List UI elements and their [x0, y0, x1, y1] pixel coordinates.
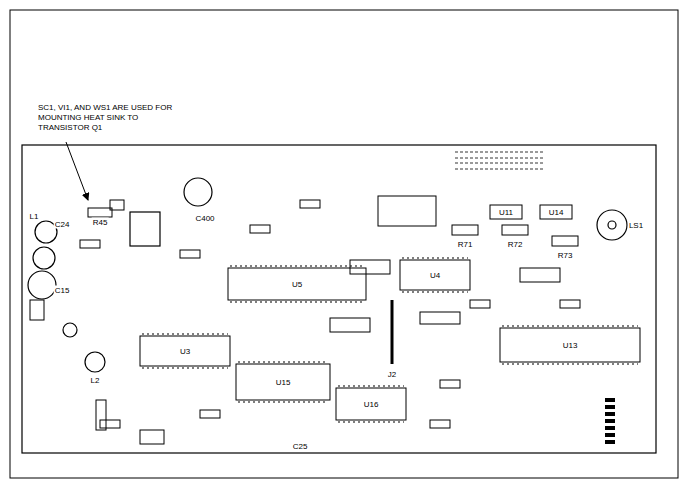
ic-label: U11 — [498, 208, 514, 217]
capacitor-label: C24 — [54, 220, 71, 229]
inductor-label: L2 — [90, 376, 101, 385]
ic-label: U4 — [429, 271, 441, 280]
capacitor-label: C15 — [54, 286, 71, 295]
connector-label: J2 — [387, 370, 397, 379]
ic-label: U15 — [275, 378, 292, 387]
capacitor-label: C400 — [194, 214, 215, 223]
inductor-label: L1 — [29, 212, 40, 221]
resistor-label: R71 — [457, 240, 474, 249]
resistor-label: R73 — [557, 251, 574, 260]
ic-label: U16 — [363, 400, 380, 409]
ic-label: U5 — [291, 280, 303, 289]
ic-label: U14 — [548, 208, 565, 217]
speaker-label: LS1 — [628, 221, 644, 230]
capacitor-label: C25 — [292, 442, 309, 451]
ic-label: U3 — [179, 347, 191, 356]
note-text: SC1, VI1, AND WS1 ARE USED FOR MOUNTING … — [38, 103, 188, 133]
ic-label: U13 — [562, 341, 579, 350]
resistor-label: R45 — [92, 218, 109, 227]
resistor-label: R72 — [507, 240, 524, 249]
